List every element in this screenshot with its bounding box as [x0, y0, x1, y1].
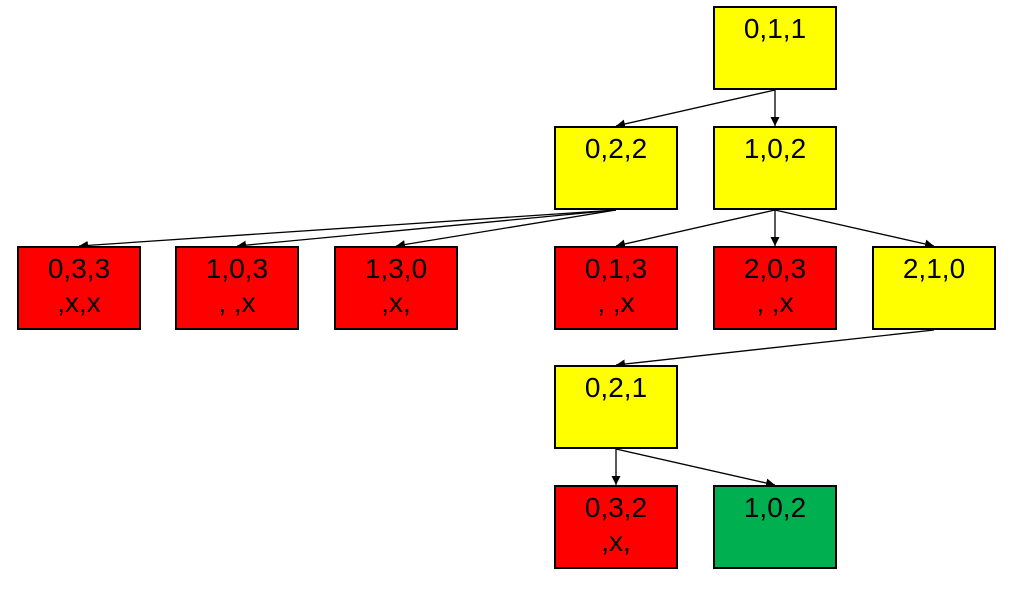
edge-arrow	[236, 209, 617, 250]
state-label-line: , ,x	[597, 287, 635, 318]
state-label-line: ,x,	[381, 287, 411, 318]
state-node-ok: 2,1,0	[872, 246, 996, 330]
state-label-line: 2,1,0	[902, 253, 966, 284]
state-label-line: 0,1,3	[584, 253, 648, 284]
state-node-ok: 0,2,1	[554, 365, 678, 449]
state-label-line: 1,3,0	[364, 253, 428, 284]
edge-arrow	[615, 329, 935, 369]
edge-arrow	[615, 89, 776, 129]
state-label-line: 0,1,1	[743, 13, 807, 44]
state-node-invalid: 0,3,3,x,x	[17, 246, 141, 330]
state-label-line: 0,2,1	[584, 372, 648, 403]
edge-arrow	[78, 209, 617, 250]
edge-arrow	[615, 209, 776, 249]
state-node-invalid: 1,3,0,x,	[334, 246, 458, 330]
edge-arrow	[615, 448, 776, 488]
state-node-invalid: 1,0,3, ,x	[175, 246, 299, 330]
state-label-line: 2,0,3	[743, 253, 807, 284]
state-node-goal: 1,0,2	[713, 485, 837, 569]
state-label-line: 1,0,3	[205, 253, 269, 284]
state-node-invalid: 0,1,3, ,x	[554, 246, 678, 330]
edge-arrow	[395, 209, 617, 249]
state-label-line: 0,3,3	[47, 253, 111, 284]
state-node-ok: 1,0,2	[713, 126, 837, 210]
state-label-line: 0,2,2	[584, 133, 648, 164]
state-node-ok: 0,2,2	[554, 126, 678, 210]
state-label-line: 1,0,2	[743, 133, 807, 164]
state-node-invalid: 0,3,2,x,	[554, 485, 678, 569]
state-label-line: 0,3,2	[584, 492, 648, 523]
state-label-line: 1,0,2	[743, 492, 807, 523]
state-node-invalid: 2,0,3, ,x	[713, 246, 837, 330]
edge-arrow	[774, 209, 935, 249]
state-label-line: ,x,x	[57, 287, 101, 318]
state-node-ok: 0,1,1	[713, 6, 837, 90]
state-label-line: , ,x	[756, 287, 794, 318]
state-label-line: , ,x	[218, 287, 256, 318]
state-label-line: ,x,	[601, 526, 631, 557]
